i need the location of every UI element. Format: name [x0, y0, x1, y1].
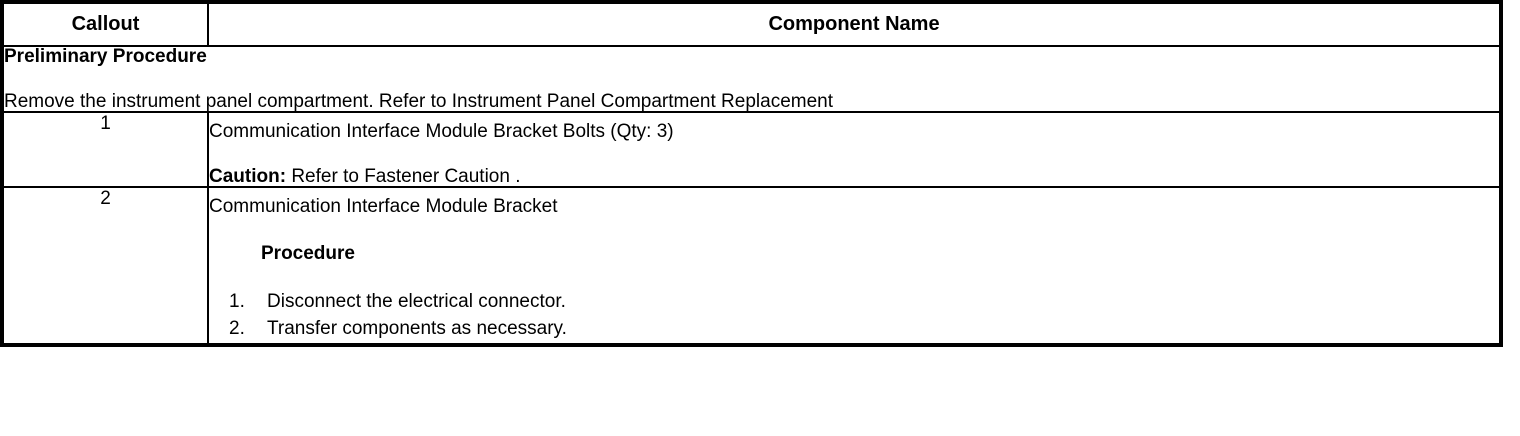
- list-item: Transfer components as necessary.: [229, 316, 567, 343]
- procedure-step-list-2: Disconnect the electrical connector. Tra…: [209, 289, 1499, 343]
- callout-component-table: Callout Component Name Preliminary Proce…: [0, 0, 1503, 347]
- preliminary-procedure-cell: Preliminary Procedure Remove the instrum…: [1, 45, 1502, 113]
- component-description-2: Communication Interface Module Bracket P…: [207, 186, 1502, 346]
- list-item: Disconnect the electrical connector.: [229, 289, 566, 316]
- table-header: Callout Component Name: [1, 1, 1502, 47]
- callout-number-2: 2: [1, 186, 209, 346]
- column-header-component-name: Component Name: [207, 1, 1502, 47]
- caution-label-1: Caution:: [209, 166, 287, 187]
- table-body: Preliminary Procedure Remove the instrum…: [1, 45, 1502, 346]
- column-header-callout: Callout: [1, 1, 209, 47]
- procedure-subheading-2: Procedure: [261, 243, 355, 264]
- caution-text-1: Refer to Fastener Caution .: [286, 166, 521, 187]
- component-description-1: Communication Interface Module Bracket B…: [207, 111, 1502, 188]
- component-primary-text-2: Communication Interface Module Bracket: [209, 196, 558, 217]
- table-row: 1 Communication Interface Module Bracket…: [1, 111, 1502, 188]
- caution-note-1: Caution: Refer to Fastener Caution .: [209, 167, 1499, 186]
- preliminary-procedure-row: Preliminary Procedure Remove the instrum…: [1, 45, 1502, 113]
- preliminary-procedure-title: Preliminary Procedure: [4, 46, 207, 67]
- table-row: 2 Communication Interface Module Bracket…: [1, 186, 1502, 346]
- preliminary-procedure-text: Remove the instrument panel compartment.…: [4, 91, 833, 112]
- component-primary-text-1: Communication Interface Module Bracket B…: [209, 121, 674, 142]
- callout-number-1: 1: [1, 111, 209, 188]
- table-header-row: Callout Component Name: [1, 1, 1502, 47]
